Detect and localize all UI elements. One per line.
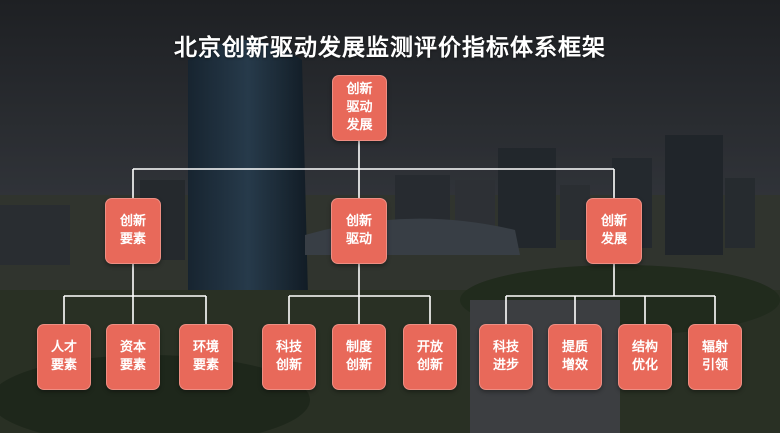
node-line2: 创新 (345, 358, 372, 373)
node-line2: 增效 (561, 358, 588, 373)
level1-node-innovation-elements: 创新 要素 (105, 198, 161, 264)
level2-node-open-innovation: 开放 创新 (403, 324, 457, 390)
node-line2: 要素 (119, 232, 146, 247)
node-line1: 结构 (631, 340, 658, 355)
node-line1: 创新 (345, 214, 372, 229)
level2-node-structure-optimization: 结构 优化 (618, 324, 672, 390)
level2-node-quality-efficiency: 提质 增效 (548, 324, 602, 390)
node-line2: 创新 (275, 358, 302, 373)
diagram-title: 北京创新驱动发展监测评价指标体系框架 (174, 35, 606, 61)
level2-node-environment: 环境 要素 (179, 324, 233, 390)
node-line1: 资本 (119, 340, 146, 355)
level2-node-radiation-leadership: 辐射 引领 (688, 324, 742, 390)
node-line2: 引领 (701, 358, 728, 373)
root-node: 创新 驱动 发展 (332, 75, 387, 141)
root-line1: 创新 (346, 82, 373, 97)
level2-node-talent: 人才 要素 (37, 324, 91, 390)
node-line2: 要素 (192, 358, 219, 373)
node-line2: 发展 (600, 232, 627, 247)
level1-node-innovation-drive: 创新 驱动 (331, 198, 387, 264)
node-line2: 创新 (416, 358, 443, 373)
node-line1: 创新 (600, 214, 627, 229)
node-line2: 驱动 (345, 232, 372, 247)
level2-node-capital: 资本 要素 (106, 324, 160, 390)
node-line1: 环境 (192, 340, 219, 355)
node-line2: 优化 (631, 358, 658, 373)
level2-node-tech-innovation: 科技 创新 (262, 324, 316, 390)
node-line1: 辐射 (701, 340, 728, 355)
node-line2: 要素 (50, 358, 77, 373)
node-line1: 制度 (345, 340, 372, 355)
node-line1: 科技 (492, 340, 519, 355)
node-line2: 进步 (492, 358, 519, 373)
node-line1: 提质 (561, 340, 588, 355)
node-line1: 人才 (50, 340, 77, 355)
level2-node-tech-progress: 科技 进步 (479, 324, 533, 390)
level2-node-institutional-innovation: 制度 创新 (332, 324, 386, 390)
node-line1: 开放 (416, 340, 443, 355)
node-line2: 要素 (119, 358, 146, 373)
node-line1: 科技 (275, 340, 302, 355)
node-line1: 创新 (119, 214, 146, 229)
root-line2: 驱动 (346, 100, 373, 115)
root-line3: 发展 (346, 118, 373, 133)
level1-node-innovation-development: 创新 发展 (586, 198, 642, 264)
